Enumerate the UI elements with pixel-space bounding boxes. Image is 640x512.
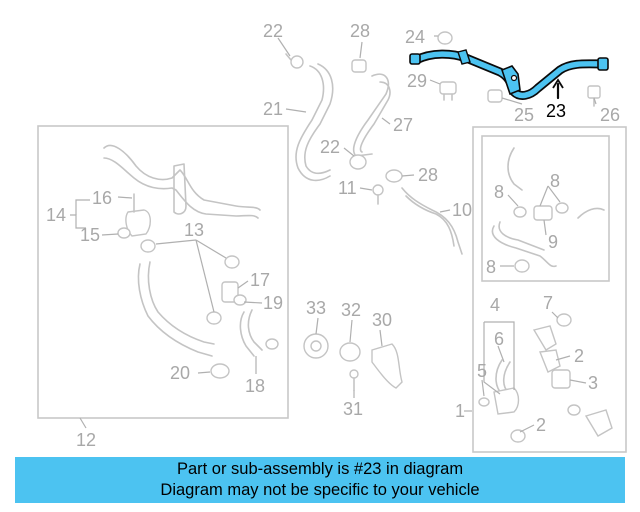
- info-banner: Part or sub-assembly is #23 in diagram D…: [15, 457, 625, 503]
- part-17-tee: [221, 281, 239, 303]
- label-24: 24: [405, 27, 425, 47]
- part-8-clamp-a: [513, 206, 527, 218]
- part-12-upper-pipe: [103, 144, 261, 211]
- part-32-oring: [339, 342, 361, 362]
- part-28-clamp-mid: [385, 169, 403, 183]
- part-25-connector: [487, 89, 503, 103]
- part-18-hose: [239, 311, 255, 357]
- part-31-bolt: [349, 369, 359, 391]
- part-10-hose-edge: [405, 195, 455, 247]
- part-11-bolt: [372, 184, 384, 205]
- part-13-connector-c: [206, 311, 222, 325]
- part-8-clamp-c: [514, 259, 530, 273]
- part-13-connector-b: [224, 255, 240, 269]
- part-labels: 24 29 25 23 26 22 28 21 27 22 28 11 10 1…: [46, 21, 620, 450]
- label-30: 30: [372, 310, 392, 330]
- leader-23-arrow: [552, 78, 564, 89]
- part-9-tee: [533, 205, 553, 221]
- part-23-coolant-pipe[interactable]: [409, 49, 609, 100]
- label-6: 6: [494, 329, 504, 349]
- part-12-branch: [173, 163, 187, 215]
- label-4: 4: [490, 295, 500, 315]
- part-19-clamp: [233, 294, 279, 350]
- label-23: 23: [546, 101, 566, 121]
- part-2-elbow-a: [539, 349, 561, 373]
- label-28-mid: 28: [418, 165, 438, 185]
- label-8-c: 8: [486, 257, 496, 277]
- parts-diagram: 24 29 25 23 26 22 28 21 27 22 28 11 10 1…: [37, 21, 627, 453]
- part-27-hose-edge: [359, 81, 391, 153]
- part-22-clamp-top: [285, 53, 304, 69]
- part-28-clamp-top: [351, 59, 367, 73]
- part-7-fitting: [532, 313, 572, 351]
- part-24-cap: [437, 31, 453, 45]
- part-13-connector-a: [140, 239, 156, 253]
- label-21: 21: [263, 99, 283, 119]
- part-right-lower-clamp-b: [567, 404, 581, 416]
- part-10-hose: [401, 187, 463, 255]
- label-10: 10: [452, 200, 472, 220]
- label-8-b: 8: [550, 171, 560, 191]
- label-9: 9: [548, 232, 558, 252]
- part-right-side-hose: [577, 207, 605, 219]
- part-15-seal: [117, 227, 131, 239]
- part-3-tee: [551, 369, 571, 389]
- part-12-upper-pipe-edge: [103, 157, 259, 219]
- label-28-top: 28: [350, 21, 370, 41]
- part-27-hose: [352, 73, 390, 157]
- part-21-hose-edge: [304, 63, 334, 175]
- label-14: 14: [46, 205, 66, 225]
- label-17: 17: [250, 270, 270, 290]
- label-2-b: 2: [536, 415, 546, 435]
- label-11: 11: [338, 178, 357, 198]
- part-20-plug: [210, 363, 230, 379]
- part-30-thermostat-cover: [371, 343, 403, 389]
- right-assembly-frame: [472, 126, 627, 453]
- label-16: 16: [92, 188, 112, 208]
- label-25: 25: [514, 105, 534, 125]
- part-right-mid-hose: [491, 225, 557, 268]
- part-33-housing: [303, 333, 329, 359]
- label-15: 15: [80, 225, 100, 245]
- label-7: 7: [543, 293, 553, 313]
- label-31: 31: [343, 399, 363, 419]
- right-upper-subframe: [481, 135, 610, 282]
- label-26: 26: [600, 105, 620, 125]
- part-29-clip: [439, 81, 457, 101]
- part-right-upper-hose: [507, 147, 523, 191]
- part-22-clamp-mid: [349, 154, 367, 170]
- part-5-clip: [478, 397, 490, 407]
- label-3: 3: [588, 373, 598, 393]
- label-20: 20: [170, 363, 190, 383]
- label-8-a: 8: [494, 182, 504, 202]
- part-2-elbow-b: [584, 409, 613, 437]
- label-13: 13: [184, 220, 204, 240]
- banner-line-1: Part or sub-assembly is #23 in diagram: [176, 460, 464, 478]
- label-5: 5: [477, 361, 487, 381]
- part-14-thermostat-housing: [125, 209, 151, 237]
- part-right-mid-hose-edge: [498, 221, 545, 251]
- label-18: 18: [245, 376, 265, 396]
- part-12-lower-hose-edge: [147, 261, 215, 345]
- label-19: 19: [263, 293, 283, 313]
- left-assembly-frame: [37, 125, 289, 419]
- leader-lines: [70, 35, 597, 433]
- label-33: 33: [306, 298, 326, 318]
- label-22-top: 22: [263, 21, 283, 41]
- label-2-a: 2: [574, 346, 584, 366]
- label-1: 1: [455, 401, 465, 421]
- part-18-hose-edge: [247, 309, 263, 351]
- part-21-hose: [295, 65, 331, 182]
- part-12-lower-hose: [137, 263, 213, 357]
- banner-line-2: Diagram may not be specific to your vehi…: [160, 481, 480, 499]
- label-27: 27: [393, 115, 413, 135]
- label-22-mid: 22: [320, 137, 340, 157]
- label-12: 12: [76, 430, 96, 450]
- part-26-sensor: [587, 85, 601, 107]
- part-8-clamp-b: [555, 202, 569, 214]
- label-32: 32: [341, 300, 361, 320]
- label-29: 29: [407, 71, 427, 91]
- part-right-lower-clamp: [510, 429, 526, 443]
